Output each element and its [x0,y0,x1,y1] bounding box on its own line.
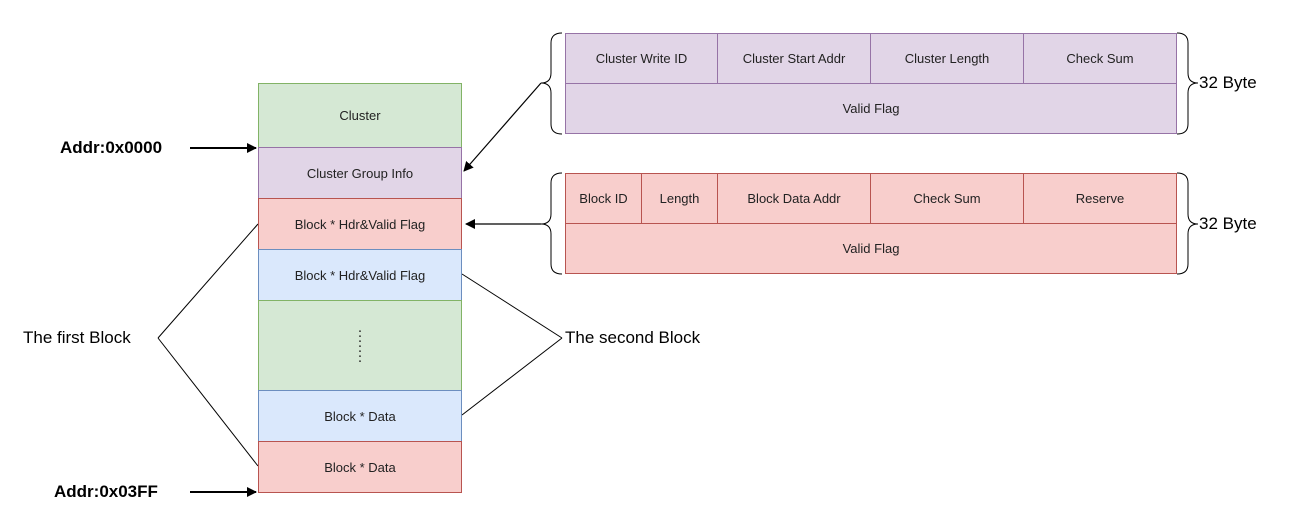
first-block-header: Block * Hdr&Valid Flag [258,198,462,250]
second-block-line-bottom [461,337,563,416]
block-field-id-label: Block ID [579,191,628,206]
second-block-header-label: Block * Hdr&Valid Flag [294,267,426,283]
cluster-block: Cluster [258,83,462,148]
second-block-header: Block * Hdr&Valid Flag [258,249,462,301]
first-block-data: Block * Data [258,441,462,493]
block-field-reserve: Reserve [1023,173,1177,224]
cluster-field-start-addr-label: Cluster Start Addr [742,51,846,66]
cluster-field-write-id-label: Cluster Write ID [595,51,688,66]
ellipsis-vertical-icon: ······· [357,322,363,369]
cluster-header-arrow [463,82,542,172]
block-valid-flag: Valid Flag [565,223,1177,274]
block-field-id: Block ID [565,173,642,224]
cluster-group-info-block: Cluster Group Info [258,147,462,199]
first-block-line-bottom [157,337,259,467]
second-block-data-label: Block * Data [324,408,396,424]
addr-start-label: Addr:0x0000 [60,138,163,157]
cluster-field-check-sum-label: Check Sum [1066,51,1134,66]
block-left-brace [540,172,563,275]
cluster-field-start-addr: Cluster Start Addr [717,33,871,84]
second-block-line-top [461,273,563,339]
cluster-right-brace [1176,32,1199,135]
cluster-valid-flag: Valid Flag [565,83,1177,134]
cluster-field-check-sum: Check Sum [1023,33,1177,84]
addr-end-label: Addr:0x03FF [54,482,158,501]
block-header-size-label: 32 Byte [1199,214,1257,233]
block-field-length-label: Length [659,191,700,206]
cluster-field-length-label: Cluster Length [904,51,990,66]
cluster-group-info-label: Cluster Group Info [306,165,414,181]
cluster-field-length: Cluster Length [870,33,1024,84]
first-block-header-label: Block * Hdr&Valid Flag [294,216,426,232]
cluster-header-size-label: 32 Byte [1199,73,1257,92]
cluster-valid-flag-label: Valid Flag [842,101,900,116]
block-right-brace [1176,172,1199,275]
block-field-check-sum: Check Sum [870,173,1024,224]
block-field-check-sum-label: Check Sum [913,191,981,206]
cluster-field-write-id: Cluster Write ID [565,33,718,84]
free-space-block: ······· [258,300,462,391]
second-block-data: Block * Data [258,390,462,442]
block-valid-flag-label: Valid Flag [842,241,900,256]
block-field-reserve-label: Reserve [1075,191,1125,206]
second-block-group-label: The second Block [565,328,701,347]
block-field-data-addr: Block Data Addr [717,173,871,224]
first-block-group-label: The first Block [23,328,131,347]
block-field-data-addr-label: Block Data Addr [747,191,841,206]
cluster-block-label: Cluster [339,108,381,123]
block-field-length: Length [641,173,718,224]
cluster-left-brace [540,32,563,135]
first-block-data-label: Block * Data [324,459,396,475]
first-block-line-top [157,223,259,339]
